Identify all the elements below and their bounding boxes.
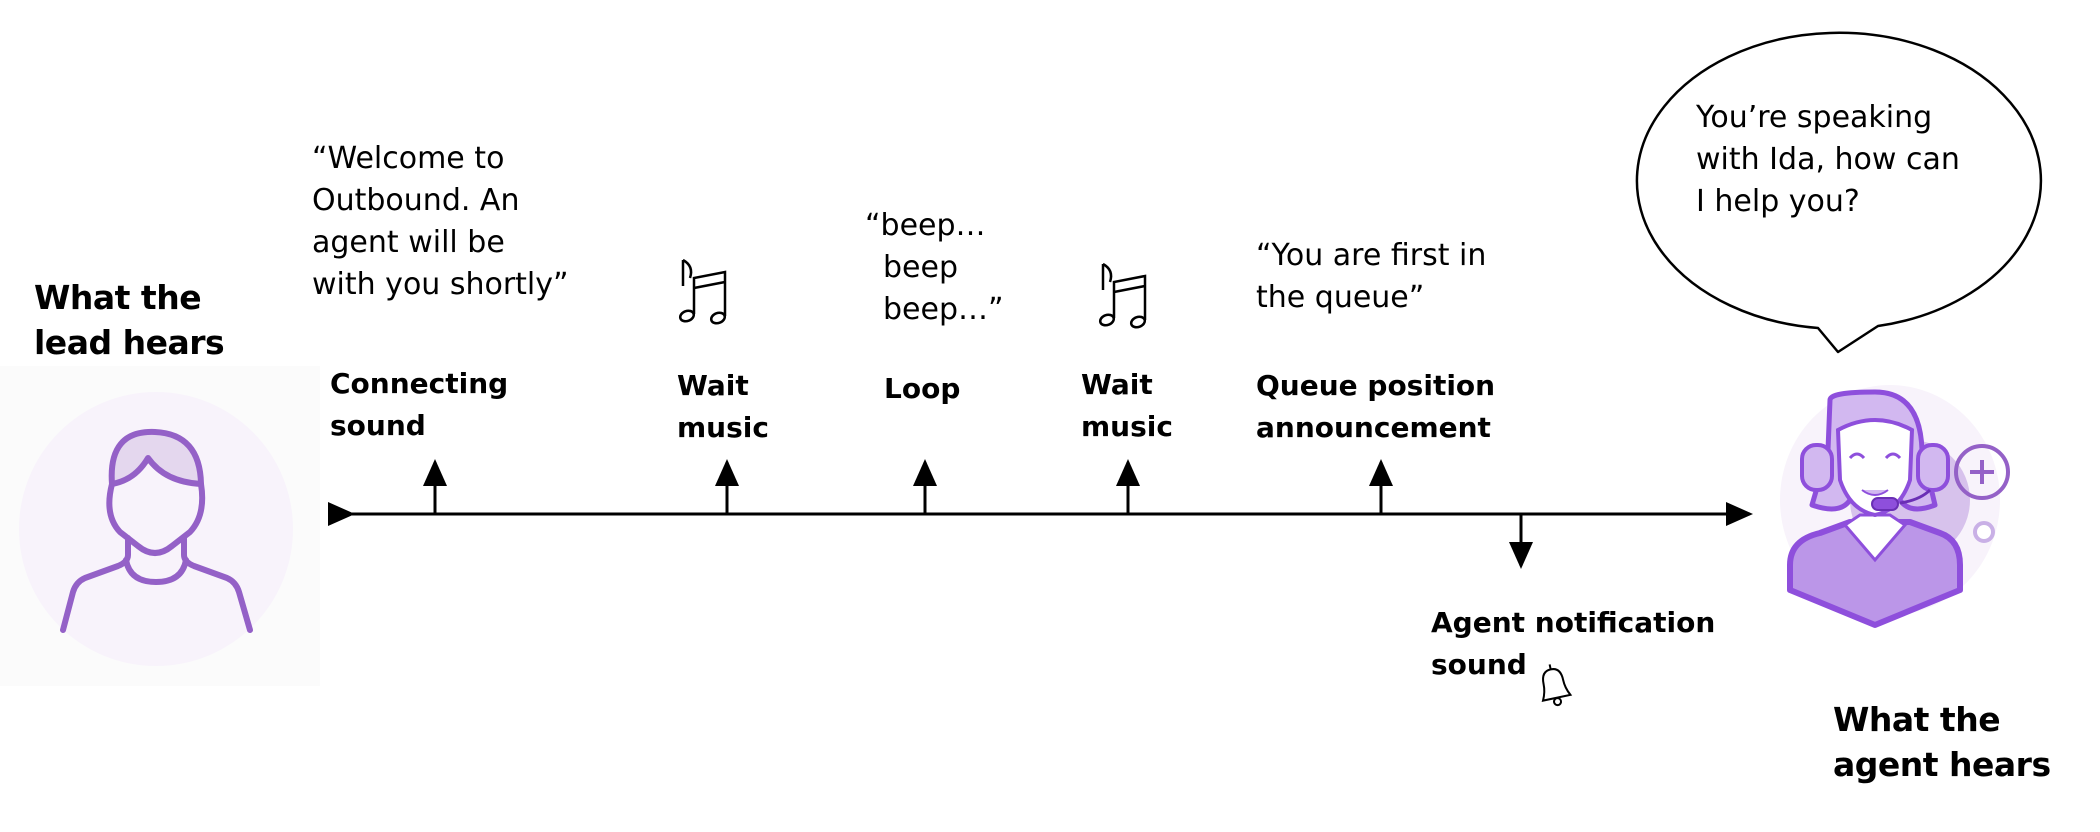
agent-avatar (1780, 385, 2010, 628)
agent-title-line: What the (1833, 700, 2001, 739)
speech-line: with Ida, how can (1696, 142, 1960, 177)
event-label-connecting: Connecting sound (330, 363, 508, 447)
queue-quote: “You are first in the queue” (1256, 235, 1486, 319)
quote-line: “You are first in (1256, 238, 1487, 273)
event-label-queue-position: Queue position announcement (1256, 365, 1495, 449)
label-line: Loop (884, 372, 961, 405)
event-label-loop: Loop (884, 368, 960, 410)
speech-line: I help you? (1696, 184, 1860, 219)
event-label-wait-music: Wait music (1081, 364, 1173, 448)
agent-title-line: agent hears (1833, 745, 2051, 784)
label-line: announcement (1256, 411, 1491, 444)
quote-line: the queue” (1256, 280, 1425, 315)
music-note-icon (1098, 262, 1147, 329)
quote-line: “beep… (865, 208, 986, 243)
quote-line: “Welcome to (312, 141, 505, 176)
lead-title-line: lead hears (34, 323, 225, 362)
music-note-icon (678, 258, 727, 325)
label-line: sound (1431, 648, 1527, 681)
event-label-agent-notification: Agent notification sound (1431, 602, 1715, 686)
label-line: sound (330, 409, 426, 442)
lead-avatar (0, 366, 320, 686)
speech-bubble (1635, 31, 2043, 354)
label-line: Connecting (330, 367, 509, 400)
beep-quote: “beep… beep beep…” (865, 205, 1004, 331)
quote-line: beep…” (883, 292, 1004, 327)
label-line: music (677, 411, 769, 444)
label-line: Agent notification (1431, 606, 1716, 639)
quote-line: Outbound. An (312, 183, 520, 218)
event-arrows (423, 459, 1533, 569)
quote-line: agent will be (312, 225, 505, 260)
bell-icon (1541, 664, 1573, 707)
welcome-quote: “Welcome to Outbound. An agent will be w… (312, 138, 569, 306)
label-line: music (1081, 410, 1173, 443)
quote-line: beep (883, 250, 958, 285)
label-line: Queue position (1256, 369, 1496, 402)
agent-speech-text: You’re speaking with Ida, how can I help… (1696, 97, 1960, 223)
lead-title: What the lead hears (34, 275, 225, 365)
agent-title: What the agent hears (1833, 697, 2051, 787)
lead-title-line: What the (34, 278, 202, 317)
speech-line: You’re speaking (1696, 100, 1933, 135)
quote-line: with you shortly” (312, 267, 569, 302)
label-line: Wait (1081, 368, 1153, 401)
label-line: Wait (677, 369, 749, 402)
event-label-wait-music: Wait music (677, 365, 769, 449)
